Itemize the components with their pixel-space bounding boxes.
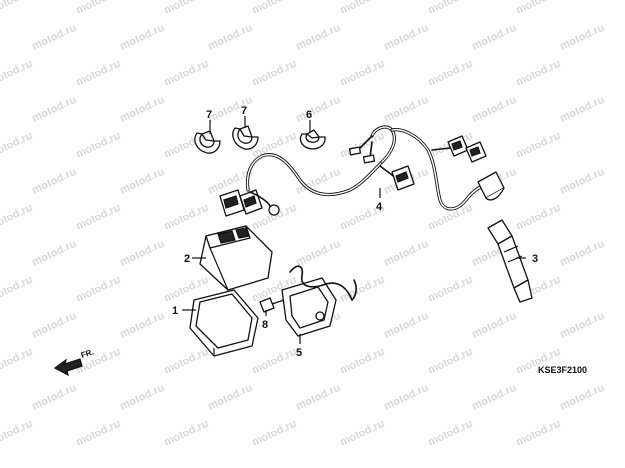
callout-8: 8	[262, 319, 268, 331]
leader-lines	[182, 116, 526, 344]
watermark-text: motod.ru	[118, 94, 166, 125]
watermark-text: motod.ru	[206, 22, 254, 53]
callout-7-left: 7	[206, 109, 212, 121]
watermark-text: motod.ru	[30, 22, 78, 53]
watermark-text: motod.ru	[514, 130, 562, 161]
front-direction-indicator: FR.	[53, 347, 95, 377]
callout-5: 5	[296, 347, 302, 359]
watermark-text: motod.ru	[30, 238, 78, 269]
arrow-left-icon	[53, 358, 83, 377]
watermark-text: motod.ru	[426, 58, 474, 89]
watermark-text: motod.ru	[294, 382, 342, 413]
watermark-text: motod.ru	[426, 202, 474, 233]
watermark-text: motod.ru	[162, 58, 210, 89]
watermark-text: motod.ru	[118, 310, 166, 341]
watermark-text: motod.ru	[558, 382, 606, 413]
watermark-text: motod.ru	[206, 382, 254, 413]
callout-7-right: 7	[241, 105, 247, 117]
watermark-text: motod.ru	[558, 22, 606, 53]
watermark-text: motod.ru	[118, 166, 166, 197]
watermark-text: motod.ru	[0, 418, 34, 449]
watermark-text: motod.ru	[470, 382, 518, 413]
watermark-text: motod.ru	[338, 58, 386, 89]
watermark-text: motod.ru	[294, 238, 342, 269]
watermark-text: motod.ru	[294, 22, 342, 53]
watermark-text: motod.ru	[382, 22, 430, 53]
watermark-text: motod.ru	[250, 58, 298, 89]
watermark-text: motod.ru	[382, 382, 430, 413]
watermark-text: motod.ru	[338, 418, 386, 449]
watermark-text: motod.ru	[470, 94, 518, 125]
watermark-text: motod.ru	[338, 0, 386, 17]
clip-part-6	[299, 129, 326, 150]
watermark-text: motod.ru	[514, 202, 562, 233]
watermark-text: motod.ru	[74, 130, 122, 161]
callout-6: 6	[306, 109, 312, 121]
watermark-text: motod.ru	[294, 94, 342, 125]
watermark-text: motod.ru	[338, 346, 386, 377]
callout-3: 3	[532, 253, 538, 265]
watermark-text: motod.ru	[118, 22, 166, 53]
watermark-text: motod.ru	[558, 94, 606, 125]
diagram-code: KSE3F2100	[538, 365, 587, 375]
watermark-text: motod.ru	[30, 94, 78, 125]
watermark-text: motod.ru	[426, 418, 474, 449]
watermark-text: motod.ru	[74, 58, 122, 89]
watermark-text: motod.ru	[426, 274, 474, 305]
clip-part-7-left	[194, 130, 221, 154]
watermark-text: motod.ru	[250, 418, 298, 449]
watermark-text: motod.ru	[470, 22, 518, 53]
clip-part-7-right	[232, 125, 259, 150]
watermark-text: motod.ru	[0, 274, 34, 305]
watermark-text: motod.ru	[250, 0, 298, 17]
watermark-text: motod.ru	[74, 418, 122, 449]
watermark-text: motod.ru	[250, 346, 298, 377]
callout-2: 2	[184, 253, 190, 265]
watermark-text: motod.ru	[30, 166, 78, 197]
watermark-text: motod.ru	[514, 0, 562, 17]
watermark-text: motod.ru	[382, 238, 430, 269]
watermark-text: motod.ru	[0, 58, 34, 89]
watermark-text: motod.ru	[162, 0, 210, 17]
watermark-text: motod.ru	[206, 94, 254, 125]
watermark-text: motod.ru	[162, 346, 210, 377]
watermark-text: motod.ru	[74, 274, 122, 305]
watermark-text: motod.ru	[558, 238, 606, 269]
ignition-coil-part-3	[487, 219, 533, 303]
watermark-text: motod.ru	[0, 130, 34, 161]
watermark-layer: motod.ru motod.ru motod.ru motod.ru motod.ru…	[0, 0, 606, 449]
watermark-text: motod.ru	[74, 0, 122, 17]
watermark-text: motod.ru	[426, 346, 474, 377]
callout-4: 4	[376, 201, 383, 213]
watermark-text: motod.ru	[30, 310, 78, 341]
watermark-text: motod.ru	[426, 0, 474, 17]
watermark-text: motod.ru	[74, 202, 122, 233]
watermark-text: motod.ru	[0, 202, 34, 233]
bolt-part-8	[259, 297, 285, 313]
watermark-text: motod.ru	[382, 94, 430, 125]
watermark-text: motod.ru	[118, 382, 166, 413]
watermark-text: motod.ru	[558, 310, 606, 341]
watermark-text: motod.ru	[470, 310, 518, 341]
callout-1: 1	[172, 305, 178, 317]
watermark-text: motod.ru	[118, 238, 166, 269]
watermark-text: motod.ru	[162, 418, 210, 449]
watermark-text: motod.ru	[514, 58, 562, 89]
direction-label: FR.	[80, 347, 95, 360]
wire-harness-part-4	[219, 125, 505, 217]
watermark-text: motod.ru	[514, 418, 562, 449]
watermark-text: motod.ru	[558, 166, 606, 197]
watermark-text: motod.ru	[0, 0, 34, 17]
bracket-part-5	[281, 265, 357, 337]
watermark-text: motod.ru	[162, 202, 210, 233]
watermark-text: motod.ru	[0, 346, 34, 377]
watermark-text: motod.ru	[30, 382, 78, 413]
watermark-text: motod.ru	[382, 310, 430, 341]
ignition-module-part-2	[199, 225, 273, 291]
rubber-cover-part-1	[189, 289, 259, 357]
